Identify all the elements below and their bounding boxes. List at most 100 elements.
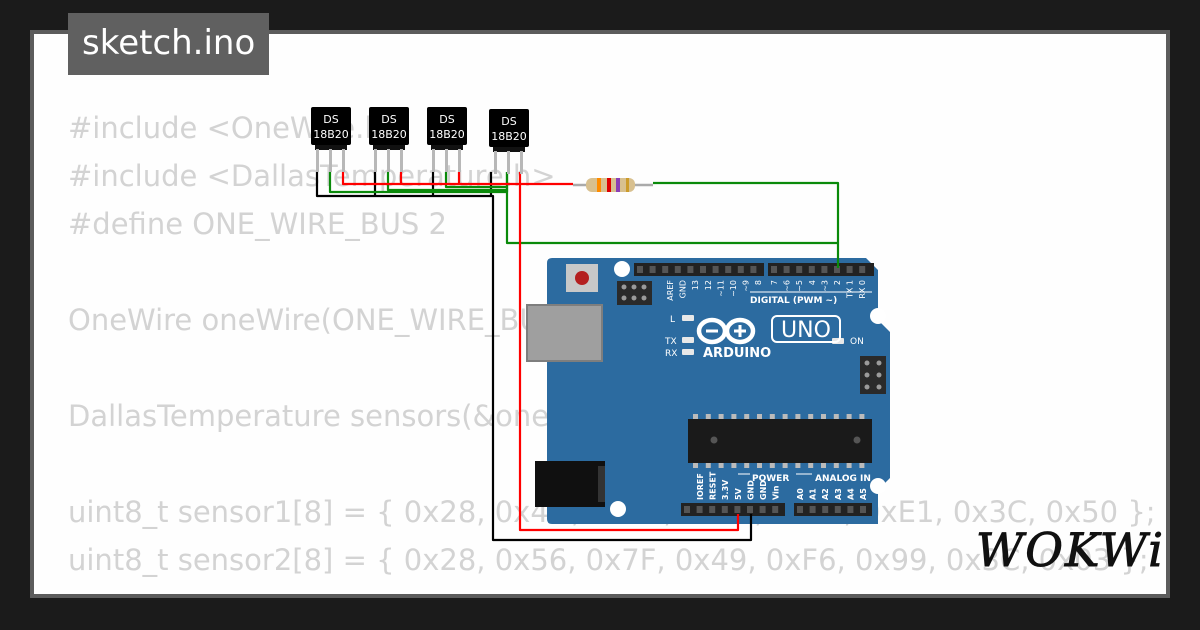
led-l <box>682 315 694 321</box>
mount-hole <box>614 261 630 277</box>
top-pin-label: GND <box>679 280 688 298</box>
wire-data <box>653 181 840 243</box>
header-pin[interactable] <box>808 266 815 273</box>
header-pin[interactable] <box>783 266 790 273</box>
chip-pin <box>808 463 814 468</box>
led-rx <box>682 349 694 355</box>
sensor-leg <box>458 149 461 172</box>
sensor-leg <box>520 151 523 174</box>
sensor-base <box>315 145 347 150</box>
sensor-leg <box>316 149 319 172</box>
sensor-label-line2: 18B20 <box>429 128 465 141</box>
power-pin-label: RESET <box>709 471 718 500</box>
wire-vcc <box>341 172 573 186</box>
header-pin[interactable] <box>725 266 732 273</box>
chip-pin <box>744 414 750 419</box>
header-pin[interactable] <box>834 266 840 273</box>
header-pin[interactable] <box>649 266 656 273</box>
power-header <box>681 503 785 516</box>
header-pin[interactable] <box>750 266 757 273</box>
wire-data <box>444 172 507 189</box>
chip-pin <box>693 414 698 419</box>
header-pin[interactable] <box>860 506 866 513</box>
power-pin-label: IOREF <box>696 473 705 500</box>
sensor-leg <box>342 149 345 172</box>
chip-pin <box>859 463 865 468</box>
sensor-leg <box>445 149 448 172</box>
digital-label: DIGITAL (PWM ~) <box>750 296 837 306</box>
header-pin[interactable] <box>747 506 753 513</box>
chip-pin <box>833 463 839 468</box>
header-pin[interactable] <box>737 266 744 273</box>
sensor-leg <box>494 151 497 174</box>
chip-pin <box>821 463 826 468</box>
analog-pin-label: A3 <box>834 488 843 500</box>
sensor-body <box>369 107 409 145</box>
header-pin[interactable] <box>712 266 719 273</box>
chip-pin <box>731 463 737 468</box>
top-pin-label: RX 0 <box>858 280 867 299</box>
header-pin[interactable] <box>734 506 741 513</box>
header-pin[interactable] <box>662 266 669 273</box>
sensor-label-line1: DS <box>323 113 338 126</box>
top-pin-label: 12 <box>704 280 713 290</box>
wokwi-logo: WOKWi <box>976 523 1165 578</box>
header-pin[interactable] <box>772 506 779 513</box>
analog-label: ANALOG IN <box>815 474 871 484</box>
microcontroller-chip <box>688 419 872 463</box>
chip-pin <box>757 414 762 419</box>
board-brand: ARDUINO <box>703 346 771 361</box>
header-pin[interactable] <box>771 266 777 273</box>
header-pin[interactable] <box>797 506 803 513</box>
header-pin[interactable] <box>834 506 841 513</box>
header-pin[interactable] <box>687 266 694 273</box>
wire-data <box>505 172 840 268</box>
header-pin[interactable] <box>796 266 803 273</box>
board-model: UNO <box>781 318 831 343</box>
sensor-leg <box>400 149 403 172</box>
chip-pin <box>795 463 801 468</box>
header-pin[interactable] <box>759 506 766 513</box>
chip-pin <box>859 414 865 419</box>
header-pin[interactable] <box>721 506 728 513</box>
header-pin[interactable] <box>709 506 716 513</box>
header-pin[interactable] <box>700 266 706 273</box>
header-pin[interactable] <box>846 266 853 273</box>
header-pin[interactable] <box>821 266 828 273</box>
header-pin[interactable] <box>684 506 690 513</box>
chip-pin <box>795 414 801 419</box>
led-tx-label: TX <box>664 337 677 347</box>
resistor[interactable] <box>573 178 653 192</box>
top-pin-label: ~11 <box>716 280 725 297</box>
chip-pin <box>731 414 737 419</box>
sensor-base <box>431 145 463 150</box>
header-pin[interactable] <box>809 506 816 513</box>
power-pin-label: 3.3V <box>721 479 730 500</box>
reset-button-cap[interactable] <box>575 271 589 285</box>
header-pin[interactable] <box>637 266 643 273</box>
top-pin-label: ~5 <box>795 280 804 292</box>
top-pin-label: 7 <box>770 280 779 285</box>
wires <box>315 172 840 542</box>
power-label: POWER <box>752 474 789 484</box>
header-pin[interactable] <box>847 506 854 513</box>
sensor-base <box>493 147 525 152</box>
top-pin-label: 8 <box>754 280 763 285</box>
header-pin[interactable] <box>674 266 681 273</box>
header-pin[interactable] <box>859 266 866 273</box>
analog-pin-label: A1 <box>809 488 818 500</box>
header-pin[interactable] <box>696 506 703 513</box>
chip-pin <box>705 414 711 419</box>
code-line: uint8_t sensor2[8] = { 0x28, 0x56, 0x7F,… <box>68 543 1149 577</box>
header-pin[interactable] <box>822 506 829 513</box>
file-tab[interactable]: sketch.ino <box>68 13 270 75</box>
top-pin-label: ~3 <box>820 280 829 292</box>
power-pin-label: 5V <box>734 487 743 500</box>
